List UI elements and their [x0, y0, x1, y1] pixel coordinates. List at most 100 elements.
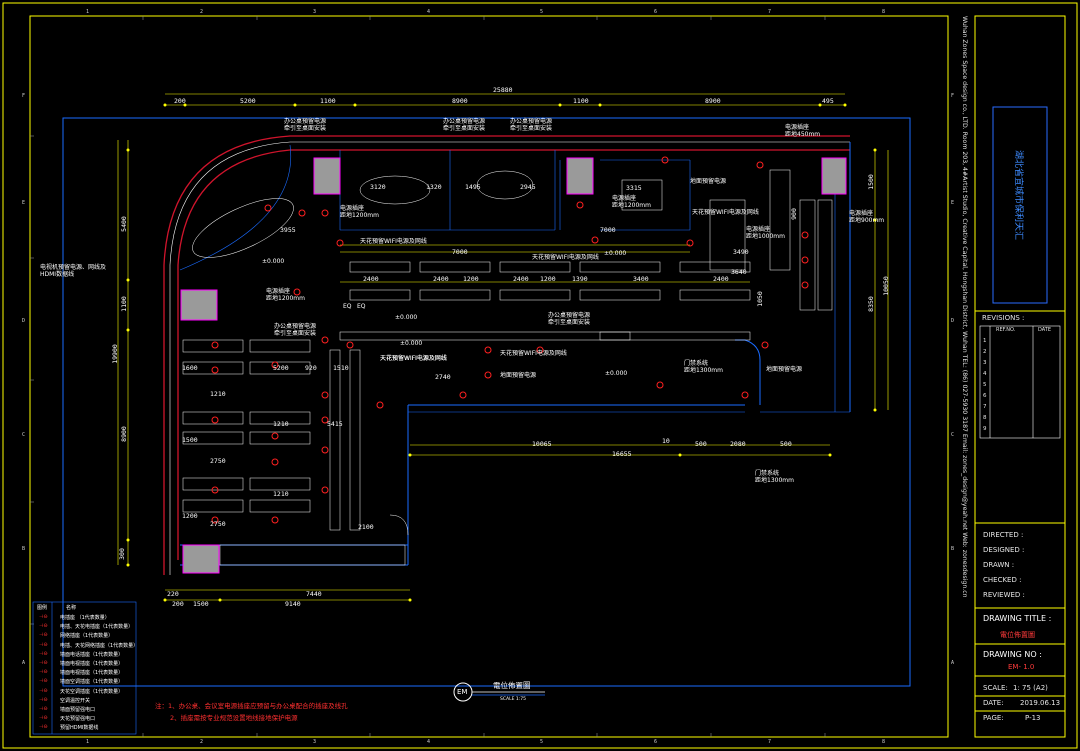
legend-symbol-icon: ⊣⊖ [39, 678, 48, 685]
dim-interior: 2400 [363, 275, 379, 283]
note-line-2: 2、插座需按专业规范设置地线接地保护电源 [170, 714, 298, 722]
annotation-label: 电源插座 距地1200mm [266, 288, 305, 302]
revision-row-number: 6 [983, 393, 987, 399]
annotation-label: 办公桌預留电源 牵引至桌面安装 [510, 118, 553, 132]
annotation-label: EQ [343, 303, 352, 310]
legend-item: ⊣⊖墙面电视插座（1代表数量） [36, 660, 136, 669]
drawing-tag-graphic [453, 682, 545, 702]
date-label: DATE: [983, 699, 1004, 707]
dim-bottom-row2: 1500 [193, 600, 209, 608]
dim-interior: 3315 [626, 184, 642, 192]
legend-symbol-icon: ⊣⊖ [39, 614, 48, 620]
legend-symbol-icon: ⊣⊖ [39, 715, 48, 722]
legend-item: ⊣⊖ 墙面电视插座（1代表数量） [36, 669, 136, 678]
legend-item-label: 墙面电视插座（1代表数量） [60, 661, 124, 667]
revision-row-number: 1 [983, 338, 987, 344]
legend-symbol-icon: ⊣⊖ [39, 641, 48, 648]
drawn-label: DRAWN : [983, 561, 1015, 569]
dimension-lines [117, 93, 889, 601]
dim-interior: 2945 [520, 183, 536, 191]
legend-item: ⊣⊖天花预留强电口 [36, 715, 136, 724]
annotation-label: 办公桌預留电源 牵引至桌面安装 [284, 118, 327, 132]
annotation-label: ±0.000 [604, 250, 627, 257]
annotation-label: 门禁系统 距地1300mm [684, 360, 723, 374]
grid-number-top: 2 [200, 9, 204, 15]
annotation-label: 门禁系统 距地1300mm [755, 470, 794, 484]
grid-number-bottom: 2 [200, 739, 204, 745]
annotation-label: ±0.000 [605, 370, 628, 377]
grid-letter-right: B [951, 546, 955, 552]
legend-item: ⊣⊖电插座 （1代表数量） [36, 614, 136, 623]
annotation-label: 天花預留WIFI电源及网线 [360, 238, 427, 245]
dim-interior: 2080 [730, 440, 746, 448]
dim-left: 300 [117, 548, 126, 560]
dim-top-segment: 8900 [452, 97, 468, 105]
rev-header-date: DATE [1038, 327, 1052, 333]
dim-interior: 2750 [210, 520, 226, 528]
legend-item: ⊣⊖网络插座（1代表数量） [36, 632, 136, 641]
legend-item-label: 墙面空调插座（1代表数量） [60, 679, 124, 686]
annotation-label: 天花預留WIFI电源及网线 [692, 209, 759, 216]
dim-top-segment: 5200 [240, 97, 256, 105]
dim-bottom-row1: 7440 [306, 590, 322, 598]
grid-number-top: 4 [427, 9, 431, 15]
annotation-label: 天花預留WIFI电源及网线 [380, 355, 447, 362]
annotation-label: 电源插座 距地1200mm [612, 195, 651, 209]
grid-letter-left: E [22, 200, 26, 206]
dim-top-segment: 200 [174, 97, 186, 105]
grid-letter-left: B [22, 546, 26, 552]
dim-interior: 1200 [182, 512, 198, 520]
legend-header-symbol: 图例 [37, 605, 48, 611]
legend-item: ⊣⊖电插、天花网络插座（1代表数量） [36, 641, 138, 651]
grid-number-bottom: 5 [540, 739, 544, 745]
legend-symbol-icon: ⊣⊖ [39, 669, 48, 676]
dim-interior: 2400 [433, 275, 449, 283]
grid-ticks [30, 16, 826, 737]
scale-label: SCALE: [983, 684, 1008, 692]
annotation-label: 天花預留WIFI电源及网线 [380, 355, 447, 362]
dim-bottom-row2: 200 [172, 600, 184, 608]
annotation-label: ±0.000 [395, 314, 418, 321]
grid-letter-right: E [951, 200, 955, 206]
legend-symbol-icon: ⊣⊖ [39, 696, 48, 703]
scale-value: 1: 75 (A2) [1013, 684, 1048, 692]
dim-interior: 1210 [273, 490, 289, 498]
legend-item-label: 电插、天花电插座（1代表数量） [60, 624, 134, 631]
legend-symbol-icon: ⊣⊖ [39, 632, 48, 639]
legend-item-label: 空调温控开关 [60, 697, 91, 704]
dim-left: 8900 [119, 426, 128, 442]
inner-border [29, 15, 949, 738]
dim-interior: 1210 [210, 390, 226, 398]
rev-header-ref: REF.NO. [996, 327, 1016, 333]
legend-item: ⊣⊖预留HDMI数据线 [36, 724, 136, 733]
annotation-label: 办公桌預留电源 牵引至桌面安装 [274, 323, 317, 337]
legend-header-name: 名称 [66, 605, 77, 611]
drawing-no-label: DRAWING NO : [983, 650, 1042, 659]
dim-top-segment: 8900 [705, 97, 721, 105]
note-line-1: 注：1、办公桌、会议室电源插座应预留与办公桌配合的插座及线孔 [155, 702, 348, 710]
dim-interior: 3400 [633, 275, 649, 283]
company-info-vertical: Wuhan Zones Space design co., LTD. Room … [961, 16, 968, 598]
dim-interior: 10 [662, 437, 670, 445]
drawing-title-value: 電位佈置圖 [1000, 631, 1035, 639]
sockets [211, 156, 809, 524]
grid-number-bottom: 6 [654, 739, 658, 745]
legend-item-label: 墙面电视插座（1代表数量） [60, 670, 124, 677]
grid-number-top: 6 [654, 9, 658, 15]
grid-letter-right: D [951, 318, 955, 324]
dim-interior: 3120 [370, 183, 386, 191]
dimension-ticks [126, 103, 877, 602]
dim-interior: 1320 [426, 183, 442, 191]
dim-left: 1100 [119, 296, 128, 312]
dim-interior: 2740 [435, 373, 451, 381]
dim-interior: 5415 [327, 420, 343, 428]
legend-header: 图例 名称 [36, 604, 136, 613]
revision-row-number: 2 [983, 349, 987, 355]
annotation-label: 电源插座 距地1200mm [340, 205, 379, 219]
grid-number-bottom: 8 [882, 739, 886, 745]
furniture [182, 169, 833, 566]
dim-top-segment: 495 [822, 97, 834, 105]
legend-item-label: 墙面预留强电口 [60, 707, 96, 713]
revision-row-number: 8 [983, 415, 987, 421]
revision-table [979, 325, 1061, 439]
